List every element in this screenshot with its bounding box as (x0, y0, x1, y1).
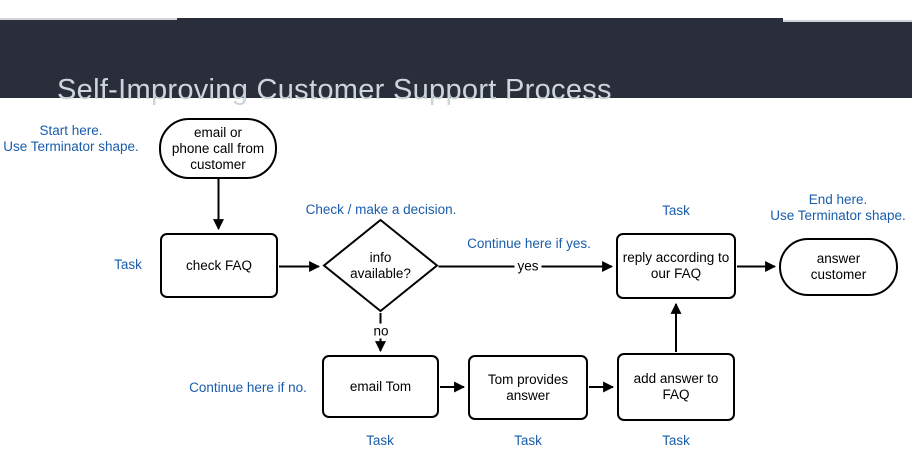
title-banner: Self-Improving Customer Support Process (0, 18, 912, 106)
edge-label-no: no (370, 323, 392, 339)
decision-diamond-shape (322, 218, 439, 313)
node-add-to-faq[interactable]: add answer to FAQ (617, 353, 735, 421)
node-label: check FAQ (185, 257, 253, 273)
node-label: answer customer (810, 251, 867, 282)
node-label: add answer to FAQ (633, 371, 719, 402)
node-email-tom[interactable]: email Tom (322, 355, 439, 418)
annotation-continue-no: Continue here if no. (189, 380, 307, 395)
node-label: email or phone call from customer (171, 124, 265, 172)
annotation-task-email: Task (366, 433, 394, 448)
annotation-task-check: Task (114, 257, 142, 272)
annotation-task-tom: Task (514, 433, 542, 448)
diagram-title: Self-Improving Customer Support Process (57, 74, 612, 106)
node-reply-faq[interactable]: reply according to our FAQ (616, 233, 736, 299)
node-end-terminator[interactable]: answer customer (779, 238, 898, 296)
edge-label-yes: yes (514, 258, 542, 274)
node-start-terminator[interactable]: email or phone call from customer (159, 118, 277, 179)
banner-top-edge-right-gray (783, 20, 912, 22)
node-label: reply according to our FAQ (622, 250, 730, 281)
banner-top-edge-right-white (783, 18, 912, 20)
banner-top-edge-left (0, 18, 177, 20)
node-label: Tom provides answer (487, 371, 569, 403)
node-check-faq[interactable]: check FAQ (160, 233, 278, 298)
annotation-continue-yes: Continue here if yes. (467, 236, 591, 251)
node-tom-provides[interactable]: Tom provides answer (468, 355, 588, 420)
annotation-decision-note: Check / make a decision. (305, 202, 457, 217)
annotation-end-note: End here. Use Terminator shape. (770, 192, 906, 223)
annotation-start-note: Start here. Use Terminator shape. (3, 123, 139, 154)
node-decision[interactable]: info available? (322, 218, 439, 313)
node-label: email Tom (349, 378, 412, 394)
annotation-task-add: Task (662, 433, 690, 448)
node-label: info available? (350, 249, 411, 281)
annotation-task-reply: Task (662, 203, 690, 218)
